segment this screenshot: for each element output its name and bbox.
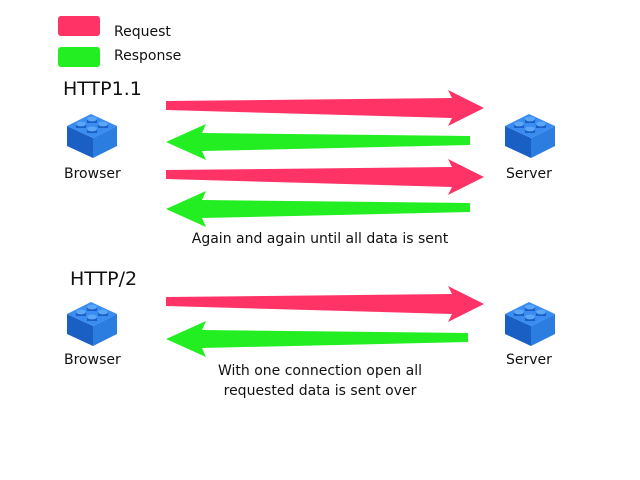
http11-title: HTTP1.1	[63, 78, 142, 100]
http11-request-arrow-1	[166, 90, 484, 126]
http2-server-label: Server	[506, 352, 552, 368]
response-legend-label: Response	[114, 48, 182, 64]
http2-server-brick-icon	[504, 301, 556, 347]
request-legend-swatch	[58, 16, 100, 36]
http2-browser-label: Browser	[64, 352, 121, 368]
http11-response-arrow-1	[166, 124, 470, 160]
http2-browser-brick-icon	[66, 301, 118, 347]
http2-caption-line2: requested data is sent over	[223, 383, 417, 399]
http2-caption-line1: With one connection open all	[217, 363, 423, 379]
http2-response-arrow	[166, 321, 468, 357]
http11-response-arrow-2	[166, 191, 470, 227]
http11-request-arrow-2	[166, 159, 484, 195]
http11-caption: Again and again until all data is sent	[191, 231, 449, 247]
http2-title: HTTP/2	[70, 268, 138, 290]
response-legend-swatch	[58, 47, 100, 67]
http11-server-brick-icon	[504, 113, 556, 159]
http11-browser-label: Browser	[64, 166, 121, 182]
http11-server-label: Server	[506, 166, 552, 182]
http11-browser-brick-icon	[66, 113, 118, 159]
request-legend-label: Request	[114, 24, 171, 40]
http2-request-arrow	[166, 286, 484, 322]
